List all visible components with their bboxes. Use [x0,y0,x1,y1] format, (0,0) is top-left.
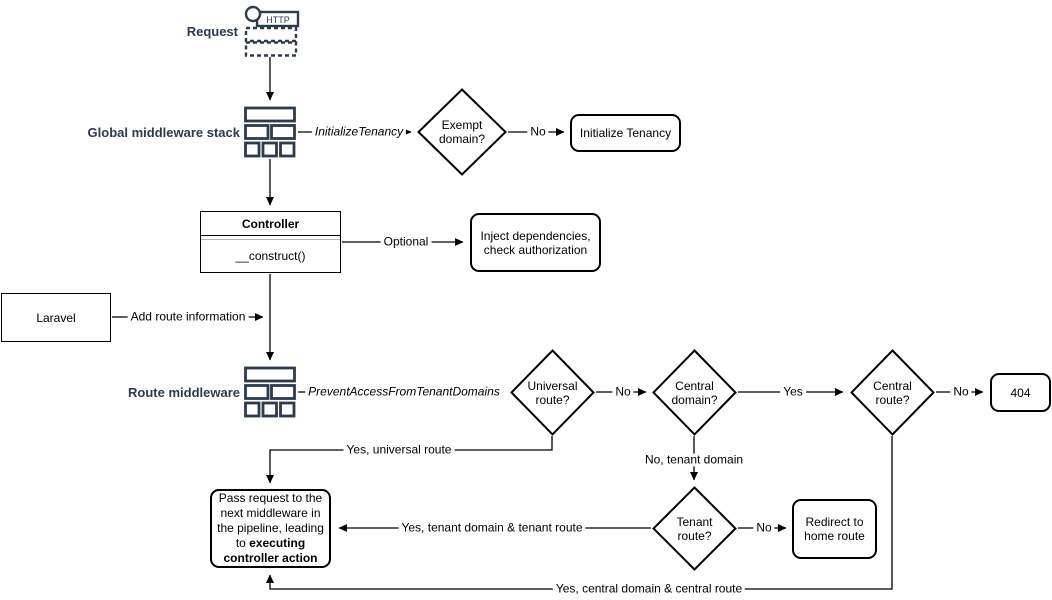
central-route-label: Central route? [873,378,912,407]
laravel-label: Laravel [36,310,76,325]
edge-label-add-route-information: Add route information [127,310,249,324]
node-tenant-route: Tenant route? [652,486,737,571]
node-exempt-domain: Exempt domain? [417,88,507,176]
node-central-domain: Central domain? [652,349,737,436]
redirect-home-label: Redirect to home route [804,515,865,543]
inject-dependencies-label: Inject dependencies, check authorization [480,228,591,257]
edge-label-universal-no: No [612,385,634,399]
route-middleware-icon [244,366,296,418]
edge-label-tenant-yes: Yes, tenant domain & tenant route [398,521,586,535]
404-label: 404 [1010,385,1031,400]
http-label: HTTP [266,15,290,25]
node-laravel: Laravel [1,293,111,342]
initialize-tenancy-label: Initialize Tenancy [579,126,672,140]
node-universal-route: Universal route? [510,349,595,436]
controller-separator [201,236,340,240]
global-middleware-stack-label: Global middleware stack [87,125,240,140]
edge-label-central-domain-yes: Yes [780,385,806,399]
exempt-domain-label: Exempt domain? [438,118,486,146]
pass-request-label: Pass request to the next middleware in t… [216,491,325,566]
request-label: Request [186,24,238,39]
controller-title: Controller [201,212,340,236]
edge-label-central-yes: Yes, central domain & central route [552,582,746,596]
edge-label-universal-yes: Yes, universal route [343,443,455,457]
edge-label-tenant-domain-no: No, tenant domain [641,453,747,467]
node-404: 404 [990,373,1051,412]
tenant-route-label: Tenant route? [676,514,713,543]
global-middleware-stack-icon [244,106,296,158]
pass-request-bold-text: executing controller action [223,536,318,565]
node-central-route: Central route? [850,349,935,436]
edge-label-initialize-tenancy: InitializeTenancy [311,125,407,139]
node-inject-dependencies: Inject dependencies, check authorization [470,213,601,272]
controller-construct: __construct() [235,249,306,263]
pass-request-text: Pass request to the next middleware in t… [217,491,324,550]
edge-label-exempt-no: No [527,125,549,139]
central-domain-label: Central domain? [671,378,718,407]
edge-label-optional: Optional [380,235,432,249]
node-pass-request: Pass request to the next middleware in t… [210,489,331,568]
edge-label-central-route-no: No [950,385,972,399]
edge-label-tenant-route-no: No [753,521,775,535]
node-initialize-tenancy: Initialize Tenancy [570,114,681,152]
route-middleware-label: Route middleware [128,385,240,400]
node-redirect-home: Redirect to home route [792,499,877,559]
request-icon: HTTP [242,4,300,57]
edge-label-prevent-access: PreventAccessFromTenantDomains [305,385,503,399]
universal-route-label: Universal route? [527,378,578,407]
node-controller: Controller __construct() [200,211,341,273]
